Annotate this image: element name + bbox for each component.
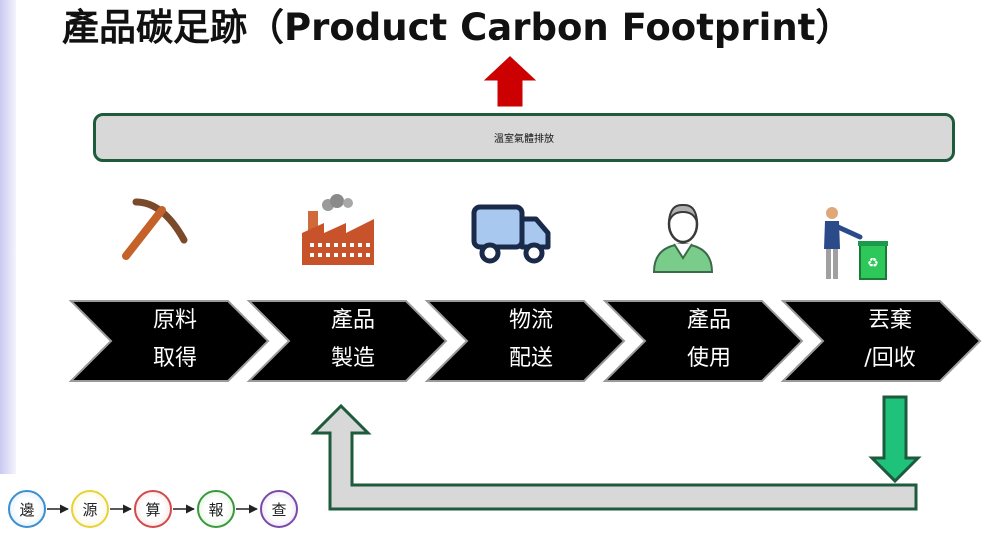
emission-up-arrow	[478, 52, 542, 110]
chevron-disposal	[780, 300, 982, 382]
recycle-down-arrow	[868, 395, 922, 484]
svg-text:♻: ♻	[867, 256, 879, 271]
legend-step-source: 源	[71, 490, 109, 528]
chevron-raw-material	[68, 300, 270, 382]
truck-icon	[471, 204, 551, 264]
legend-step-report: 報	[197, 490, 235, 528]
page-title: 產品碳足跡（Product Carbon Footprint）	[62, 6, 853, 49]
stage-disposal-label: 丟棄/回收	[864, 308, 916, 371]
legend-step-boundary: 邊	[8, 490, 46, 528]
chevron-manufacturing	[246, 300, 448, 382]
return-loop-arrow	[310, 403, 918, 511]
person-icon	[652, 203, 714, 273]
stage-logistics-label: 物流配送	[508, 308, 553, 371]
greenhouse-gas-emission-bar: 溫室氣體排放	[93, 113, 955, 162]
stage-usage-label: 產品使用	[686, 308, 731, 371]
legend-step-calculate: 算	[134, 490, 172, 528]
left-accent-strip	[0, 0, 16, 551]
legend-connectors	[47, 504, 258, 514]
stage-raw-material-label: 原料取得	[152, 308, 197, 371]
recycle-bin-icon: ♻	[824, 207, 888, 280]
chevron-logistics	[424, 300, 626, 382]
pickaxe-icon	[122, 198, 188, 260]
chevron-usage	[602, 300, 804, 382]
steps-legend: 邊 源 算 報 查	[0, 474, 310, 551]
factory-icon	[302, 194, 374, 265]
stage-manufacturing-label: 產品製造	[330, 308, 375, 371]
legend-step-verify: 查	[260, 490, 298, 528]
emission-label: 溫室氣體排放	[494, 134, 554, 145]
